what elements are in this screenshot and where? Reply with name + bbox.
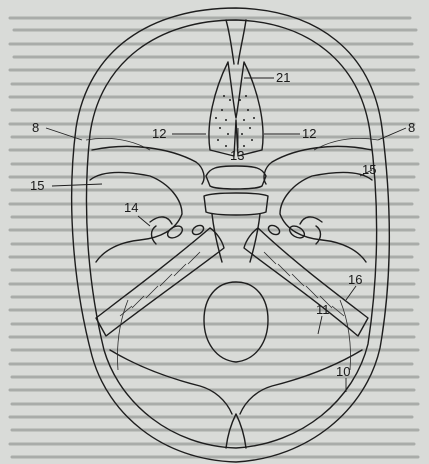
label-11: 11 xyxy=(316,302,330,317)
label-13: 13 xyxy=(230,148,244,163)
coronal-suture-right xyxy=(314,138,378,150)
leader-15-left xyxy=(52,184,102,186)
internal-acoustic-meatus-left xyxy=(166,224,185,241)
label-8-right: 8 xyxy=(408,120,415,135)
label-8-left: 8 xyxy=(32,120,39,135)
label-15-right: 15 xyxy=(362,162,376,177)
internal-acoustic-meatus-right xyxy=(288,224,307,241)
coronal-suture-left xyxy=(86,138,150,150)
label-21: 21 xyxy=(276,70,290,85)
label-12-left: 12 xyxy=(152,126,166,141)
label-16: 16 xyxy=(348,272,362,287)
label-14: 14 xyxy=(124,200,138,215)
label-12-right: 12 xyxy=(302,126,316,141)
label-15-left: 15 xyxy=(30,178,44,193)
label-10: 10 xyxy=(336,364,350,379)
background-text-lines xyxy=(10,18,418,457)
